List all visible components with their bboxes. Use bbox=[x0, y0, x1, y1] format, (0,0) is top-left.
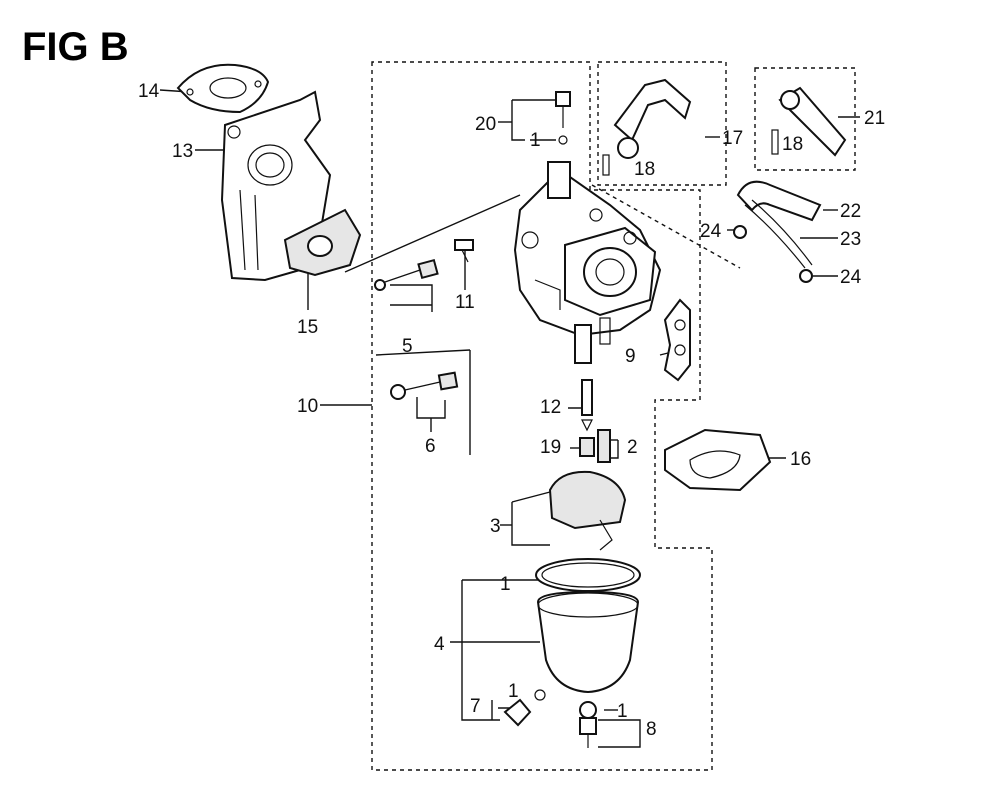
callout-20: 20 bbox=[475, 114, 496, 135]
callout-2: 2 bbox=[627, 437, 638, 458]
callout-16: 16 bbox=[790, 449, 811, 470]
gasket-15 bbox=[283, 208, 362, 277]
float-3 bbox=[548, 470, 627, 551]
drain-screw-7 bbox=[503, 689, 546, 727]
callout-22: 22 bbox=[840, 201, 861, 222]
callout-1-drain: 1 bbox=[508, 681, 519, 702]
callout-23: 23 bbox=[840, 229, 861, 250]
callout-8: 8 bbox=[646, 719, 657, 740]
callout-14: 14 bbox=[138, 81, 160, 102]
carburetor-body bbox=[513, 161, 662, 364]
callout-3: 3 bbox=[490, 516, 501, 537]
callout-21: 21 bbox=[864, 108, 885, 129]
callout-labels: 14 13 15 10 20 1 5 11 6 9 12 19 2 16 3 1… bbox=[138, 81, 885, 740]
callout-24-right: 24 bbox=[840, 267, 862, 288]
screw-11 bbox=[454, 239, 474, 263]
screw-20 bbox=[555, 91, 571, 145]
callout-1-top: 1 bbox=[530, 130, 541, 151]
spring-19 bbox=[579, 429, 611, 463]
callout-24-left: 24 bbox=[700, 221, 722, 242]
float-needle-12 bbox=[581, 379, 593, 432]
screw-spring-6 bbox=[390, 371, 459, 400]
callout-11: 11 bbox=[455, 292, 475, 313]
callout-18-left: 18 bbox=[634, 159, 655, 180]
callout-4: 4 bbox=[434, 634, 445, 655]
callout-18-right: 18 bbox=[782, 134, 803, 155]
callout-19: 19 bbox=[540, 437, 561, 458]
fuel-tube-assembly bbox=[733, 180, 822, 283]
figure-title: FIG B bbox=[22, 25, 129, 69]
callout-1-bowl: 1 bbox=[500, 574, 511, 595]
callout-6: 6 bbox=[425, 436, 436, 457]
callout-17: 17 bbox=[722, 128, 743, 149]
callout-12: 12 bbox=[540, 397, 561, 418]
throttle-lever-21 bbox=[771, 86, 847, 157]
callout-7: 7 bbox=[470, 696, 481, 717]
choke-lever-17 bbox=[602, 78, 692, 176]
assembly-boundary bbox=[371, 61, 856, 771]
callout-10: 10 bbox=[297, 396, 318, 417]
lever-9 bbox=[663, 298, 691, 382]
float-bowl-4 bbox=[535, 558, 641, 694]
screw-spring-5 bbox=[374, 258, 439, 291]
callout-13: 13 bbox=[172, 141, 193, 162]
gasket-14 bbox=[176, 63, 270, 114]
callout-1-bolt: 1 bbox=[617, 701, 628, 722]
callout-15: 15 bbox=[297, 317, 318, 338]
callout-9: 9 bbox=[625, 346, 636, 367]
bowl-bolt-8 bbox=[579, 701, 597, 748]
gasket-16 bbox=[664, 428, 772, 492]
callout-5: 5 bbox=[402, 336, 413, 357]
